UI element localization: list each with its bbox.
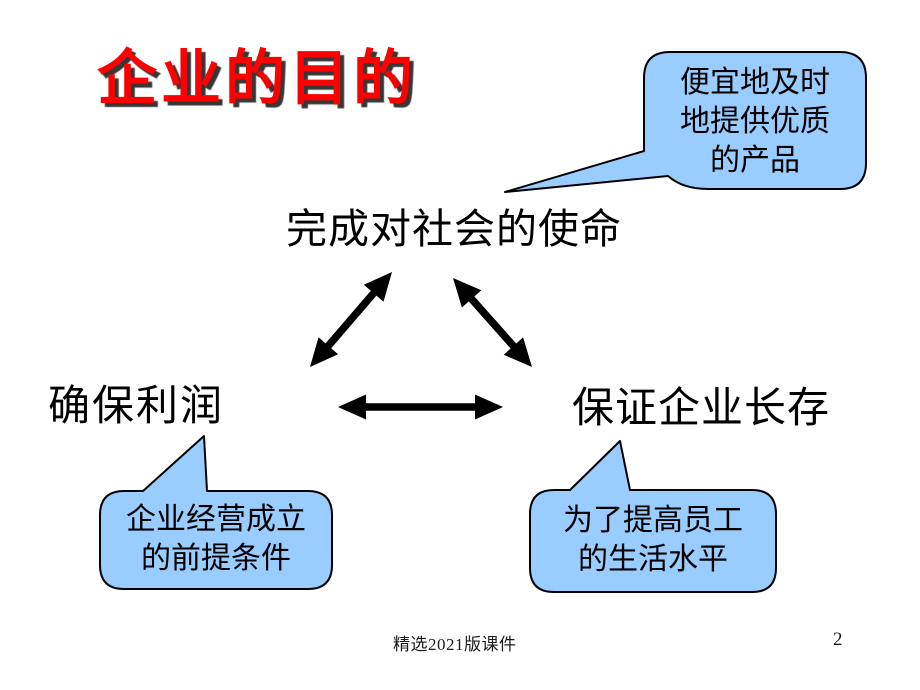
footer-text: 精选2021版课件 [393,635,517,654]
node-label-mission: 完成对社会的使命 [286,206,622,252]
page-number: 2 [833,629,843,650]
callout-line: 便宜地及时 [680,66,830,99]
double-arrow-right-diagonal [453,278,532,367]
callout-text-top-right: 便宜地及时 地提供优质 的产品 [644,63,866,180]
double-arrow-left-diagonal [310,272,392,367]
callout-line: 的生活水平 [578,543,728,576]
slide-title: 企业的目的 [97,46,417,112]
node-label-profit: 确保利润 [48,384,225,430]
double-arrow-horizontal [338,394,503,420]
callout-text-bottom-right: 为了提高员工 的生活水平 [530,501,776,579]
callout-text-bottom-left: 企业经营成立 的前提条件 [100,500,332,578]
callout-line: 企业经营成立 [126,503,306,536]
callout-bubble-top-right [504,51,867,193]
callout-line: 地提供优质 [680,105,830,138]
callout-bubble-bottom-right [529,440,777,593]
callout-bubble-bottom-left [99,435,333,590]
callout-line: 的产品 [710,144,800,177]
node-label-longevity: 保证企业长存 [572,386,831,432]
callout-line: 为了提高员工 [563,504,743,537]
callout-line: 的前提条件 [141,542,291,575]
